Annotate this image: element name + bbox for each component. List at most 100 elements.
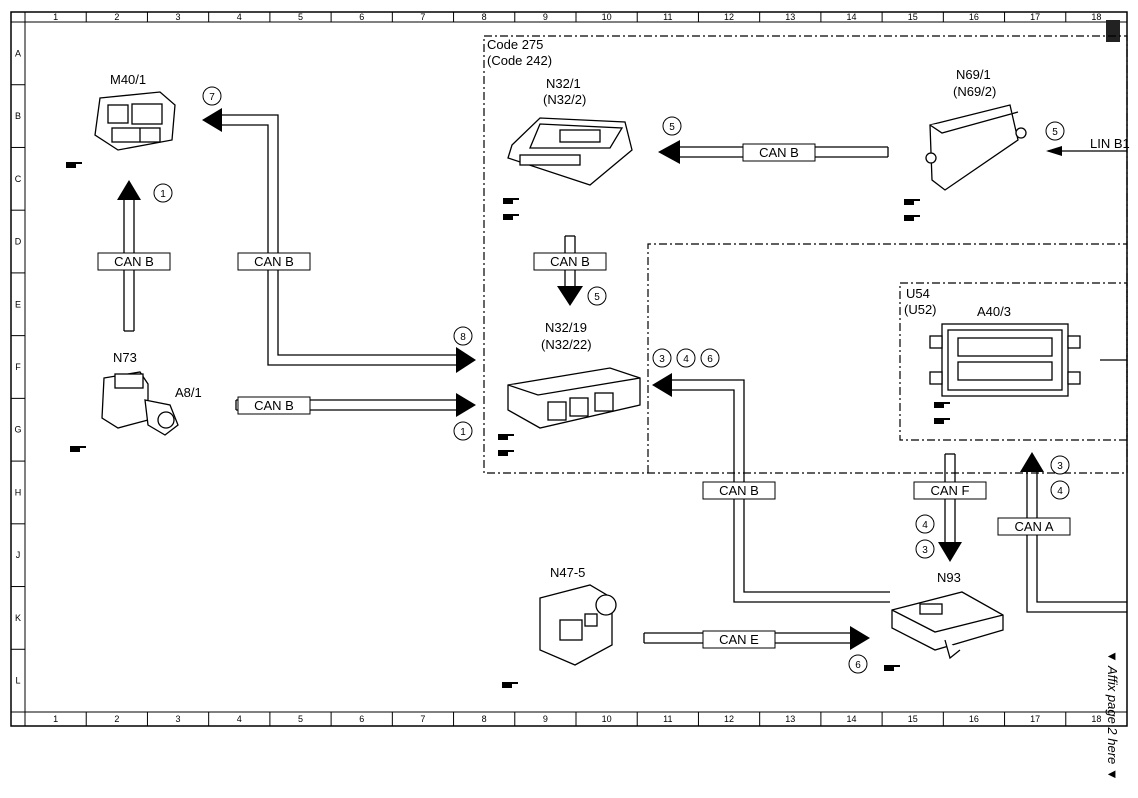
column-number: 4	[237, 714, 242, 724]
marker-circle	[153, 183, 173, 203]
pointer-icon	[66, 162, 82, 168]
n32-19-component	[507, 367, 641, 429]
u52-label: (U52)	[904, 302, 937, 317]
reference-pointers	[66, 162, 950, 688]
marker-circle	[662, 116, 682, 136]
can-f-label: CAN F	[931, 483, 970, 498]
arrow-to-m40	[117, 180, 141, 200]
arrow-to-n93	[850, 626, 870, 650]
row-letter: D	[15, 237, 22, 247]
marker-circle	[848, 654, 868, 674]
column-number: 1	[53, 12, 58, 22]
pointer-icon	[904, 199, 920, 205]
pointer-icon	[934, 418, 950, 424]
marker-number: 1	[160, 189, 166, 200]
column-number: 9	[543, 12, 548, 22]
n69-1-component	[925, 104, 1027, 191]
zone-boundary	[647, 243, 1127, 473]
marker-circle	[676, 348, 696, 368]
column-number: 3	[176, 12, 181, 22]
column-number: 6	[359, 714, 364, 724]
n32-19-label: N32/19	[545, 320, 587, 335]
n32-1-label: N32/1	[546, 76, 581, 91]
column-number: 10	[602, 12, 612, 22]
can-e-label: CAN E	[719, 632, 759, 647]
code-242-label: (Code 242)	[487, 53, 552, 68]
can-b-label-4: CAN B	[759, 145, 799, 160]
n73-label: N73	[113, 350, 137, 365]
code-275-boundary	[483, 35, 1128, 474]
row-letter: A	[15, 48, 21, 58]
column-number: 10	[602, 714, 612, 724]
a40-3-component	[929, 323, 1081, 397]
pointer-icon	[503, 198, 519, 204]
n32-1-component	[507, 117, 633, 186]
row-letter: J	[16, 550, 21, 560]
column-number: 15	[908, 12, 918, 22]
marker-circle	[453, 326, 473, 346]
column-number: 4	[237, 12, 242, 22]
arrow-to-n32-19-right	[652, 373, 672, 397]
marker-circle	[652, 348, 672, 368]
n69-2-label: (N69/2)	[953, 84, 996, 99]
marker-number: 5	[1052, 127, 1058, 138]
marker-number: 4	[922, 520, 928, 531]
arrow-to-m40-left	[202, 108, 222, 132]
column-number: 9	[543, 714, 548, 724]
arrow-to-n32-19-lower	[456, 393, 476, 417]
column-number: 1	[53, 714, 58, 724]
marker-number: 5	[594, 292, 600, 303]
row-letter: B	[15, 111, 21, 121]
column-number: 7	[420, 12, 425, 22]
column-number: 8	[482, 12, 487, 22]
component-labels: M40/1 N73 A8/1 N32/1 (N32/2) N69/1 (N69/…	[110, 67, 1011, 585]
column-number: 12	[724, 714, 734, 724]
row-letter: H	[15, 487, 22, 497]
u54-boundary	[899, 282, 1128, 441]
column-number: 12	[724, 12, 734, 22]
column-number: 5	[298, 12, 303, 22]
marker-number: 4	[683, 354, 689, 365]
row-letter: F	[15, 362, 21, 372]
column-number: 11	[663, 714, 672, 724]
marker-number: 3	[659, 354, 665, 365]
marker-circle	[202, 86, 222, 106]
marker-circle	[700, 348, 720, 368]
u54-label: U54	[906, 286, 930, 301]
marker-circle	[453, 421, 473, 441]
can-b-label-1: CAN B	[114, 254, 154, 269]
m40-1-component	[94, 91, 176, 151]
arrow-down-n32	[557, 286, 583, 306]
column-number: 7	[420, 714, 425, 724]
marker-number: 1	[460, 427, 466, 438]
column-number: 5	[298, 714, 303, 724]
arrow-can-a-up	[1020, 452, 1044, 472]
can-b-label-5: CAN B	[550, 254, 590, 269]
row-letter: G	[14, 425, 21, 435]
n93-label: N93	[937, 570, 961, 585]
arrow-can-f-down	[938, 542, 962, 562]
pointer-icon	[498, 434, 514, 440]
marker-number: 3	[922, 545, 928, 556]
n69-1-label: N69/1	[956, 67, 991, 82]
column-number: 6	[359, 12, 364, 22]
row-letter: E	[15, 299, 21, 309]
column-number: 13	[785, 714, 795, 724]
pointer-icon	[884, 665, 900, 671]
can-b-label-6: CAN B	[719, 483, 759, 498]
a8-1-label: A8/1	[175, 385, 202, 400]
column-number: 2	[114, 12, 119, 22]
marker-number: 3	[1057, 461, 1063, 472]
column-number: 2	[114, 714, 119, 724]
column-number: 18	[1091, 714, 1101, 724]
column-number: 15	[908, 714, 918, 724]
marker-circle	[1045, 121, 1065, 141]
row-letter: C	[15, 174, 22, 184]
marker-number: 4	[1057, 486, 1063, 497]
marker-circle	[1050, 455, 1070, 475]
